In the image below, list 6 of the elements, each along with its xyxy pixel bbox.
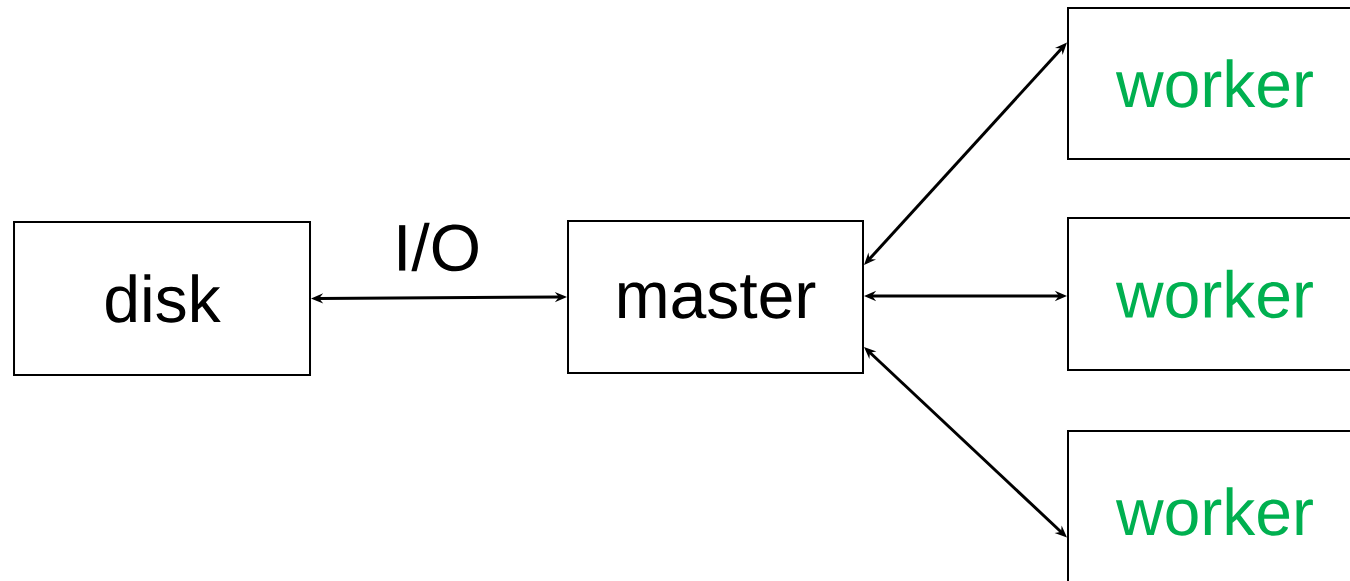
process-box: worker xyxy=(1067,217,1350,371)
process-box: disk xyxy=(13,221,311,376)
process-box: master xyxy=(567,220,864,374)
process-box: worker xyxy=(1067,430,1350,581)
edge-label: I/O xyxy=(399,222,478,272)
process-box: worker xyxy=(1067,7,1350,160)
